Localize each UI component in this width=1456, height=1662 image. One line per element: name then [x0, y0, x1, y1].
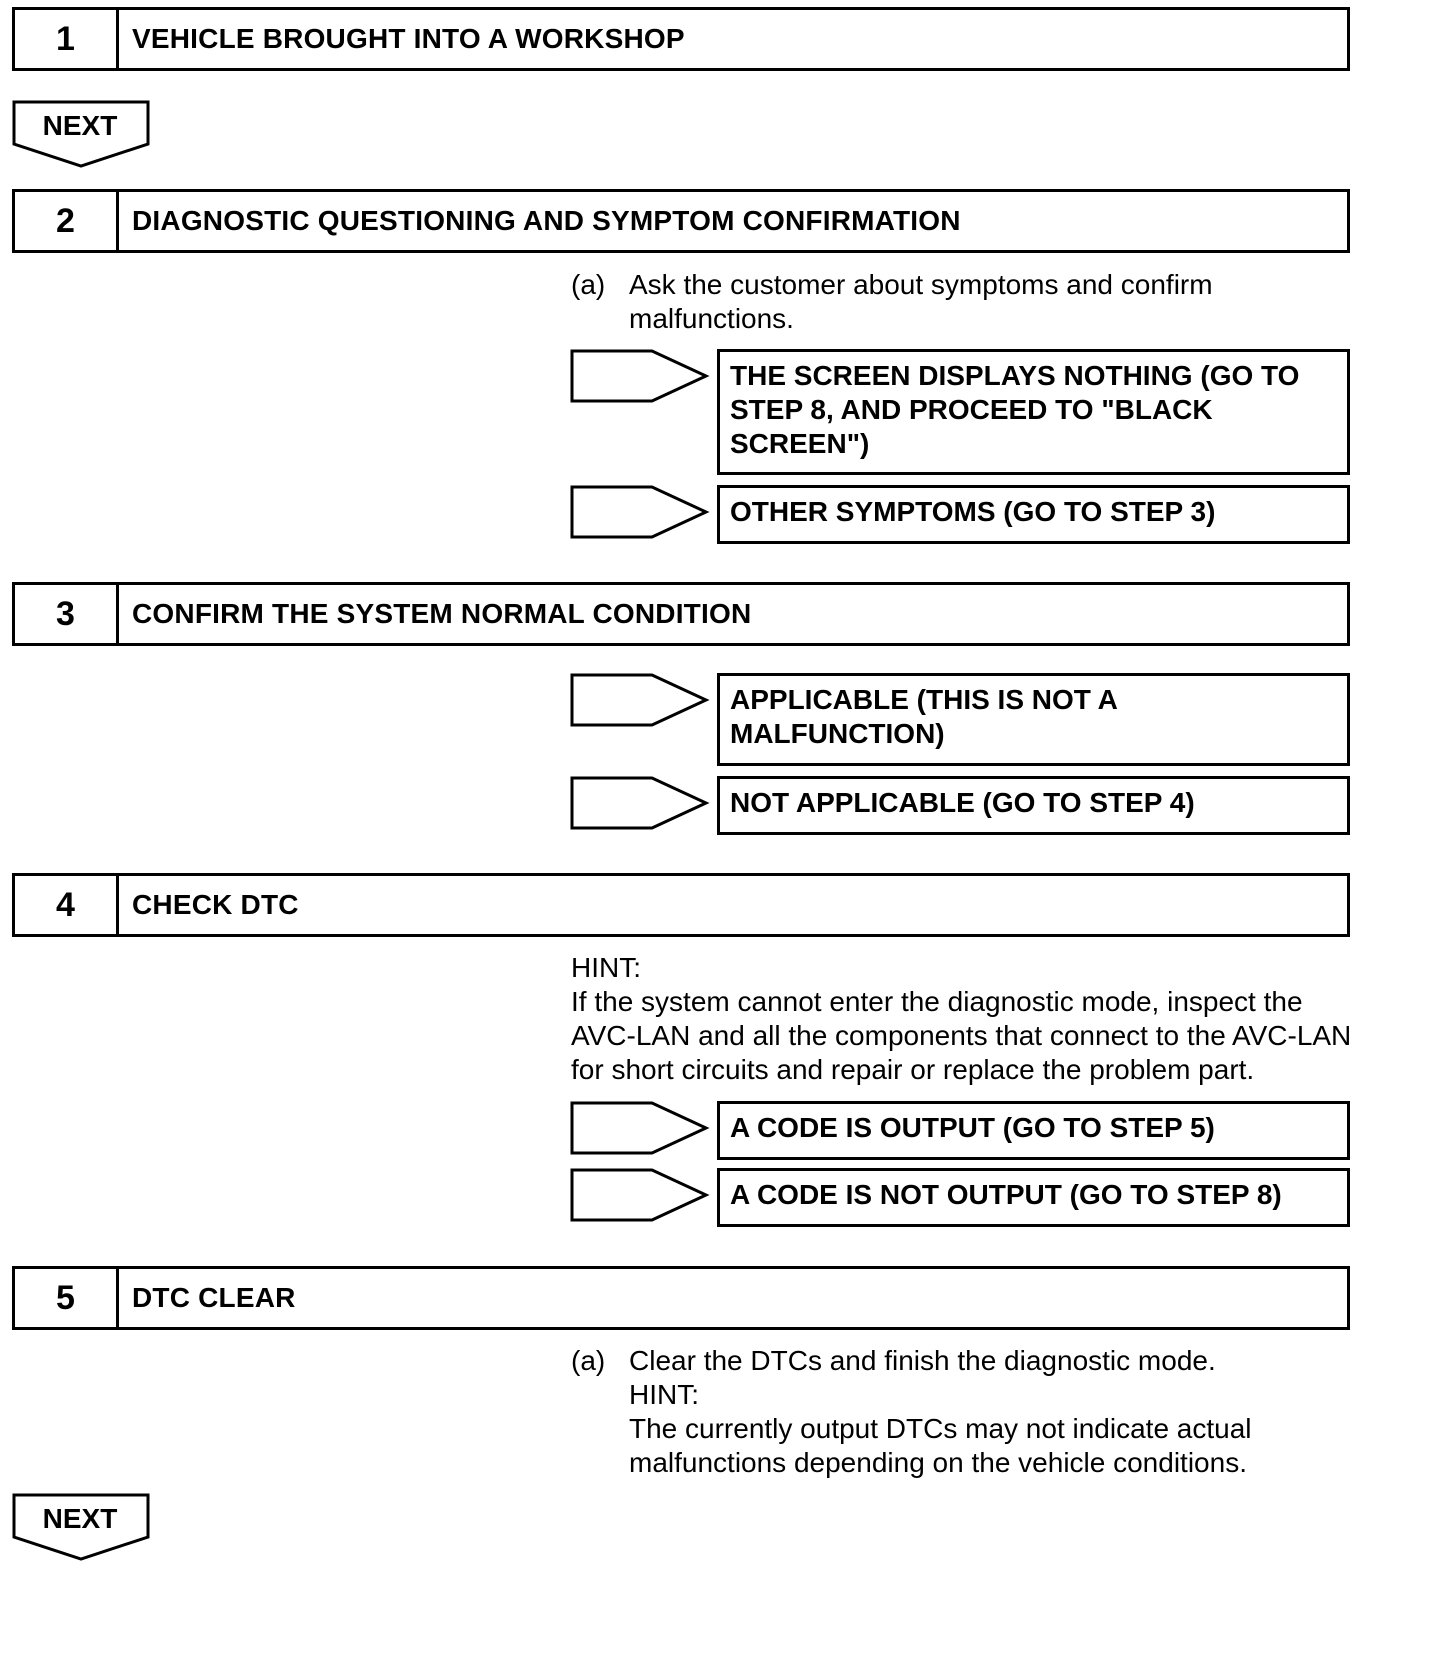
result-arrow	[570, 776, 710, 830]
result-arrow	[570, 1101, 710, 1155]
next-arrow: NEXT	[12, 1493, 152, 1563]
step-4-header: 4 CHECK DTC	[12, 873, 1350, 937]
para-body: Clear the DTCs and finish the diagnostic…	[629, 1344, 1361, 1480]
hint-label: HINT:	[629, 1379, 699, 1410]
para-text: Ask the customer about symptoms and conf…	[629, 269, 1213, 334]
step-number: 1	[15, 10, 119, 68]
result-box: A CODE IS OUTPUT (GO TO STEP 5)	[717, 1101, 1350, 1160]
step-3-header: 3 CONFIRM THE SYSTEM NORMAL CONDITION	[12, 582, 1350, 646]
step-number: 3	[15, 585, 119, 643]
step-number: 5	[15, 1269, 119, 1327]
step-title: DTC CLEAR	[132, 1282, 296, 1313]
step-2-header: 2 DIAGNOSTIC QUESTIONING AND SYMPTOM CON…	[12, 189, 1350, 253]
step-1-header: 1 VEHICLE BROUGHT INTO A WORKSHOP	[12, 7, 1350, 71]
step-5-instruction: (a) Clear the DTCs and finish the diagno…	[571, 1344, 1361, 1480]
result-box: THE SCREEN DISPLAYS NOTHING (GO TO STEP …	[717, 349, 1350, 475]
step-number: 4	[15, 876, 119, 934]
hint-label: HINT:	[571, 952, 641, 983]
step-title: VEHICLE BROUGHT INTO A WORKSHOP	[132, 23, 685, 54]
result-box: A CODE IS NOT OUTPUT (GO TO STEP 8)	[717, 1168, 1350, 1227]
para-text: Clear the DTCs and finish the diagnostic…	[629, 1345, 1216, 1376]
next-arrow-shape	[12, 1493, 150, 1561]
next-label: NEXT	[42, 1503, 118, 1534]
next-arrow: NEXT	[12, 100, 152, 170]
result-box: OTHER SYMPTOMS (GO TO STEP 3)	[717, 485, 1350, 544]
result-arrow	[570, 485, 710, 539]
para-label: (a)	[571, 269, 606, 300]
hint-text: If the system cannot enter the diagnosti…	[571, 986, 1352, 1085]
result-box: APPLICABLE (THIS IS NOT A MALFUNCTION)	[717, 673, 1350, 766]
result-arrow	[570, 673, 710, 727]
next-label: NEXT	[42, 110, 118, 141]
step-4-hint: HINT: If the system cannot enter the dia…	[571, 951, 1361, 1087]
step-title: DIAGNOSTIC QUESTIONING AND SYMPTOM CONFI…	[132, 205, 961, 236]
result-box: NOT APPLICABLE (GO TO STEP 4)	[717, 776, 1350, 835]
para-label: (a)	[571, 1345, 606, 1376]
result-arrow	[570, 1168, 710, 1222]
step-5-header: 5 DTC CLEAR	[12, 1266, 1350, 1330]
step-title: CONFIRM THE SYSTEM NORMAL CONDITION	[132, 598, 752, 629]
next-arrow-shape	[12, 100, 150, 168]
step-2-instruction: (a) Ask the customer about symptoms and …	[571, 268, 1361, 336]
hint-text: The currently output DTCs may not indica…	[629, 1413, 1252, 1478]
step-title: CHECK DTC	[132, 889, 299, 920]
result-arrow	[570, 349, 710, 403]
step-number: 2	[15, 192, 119, 250]
